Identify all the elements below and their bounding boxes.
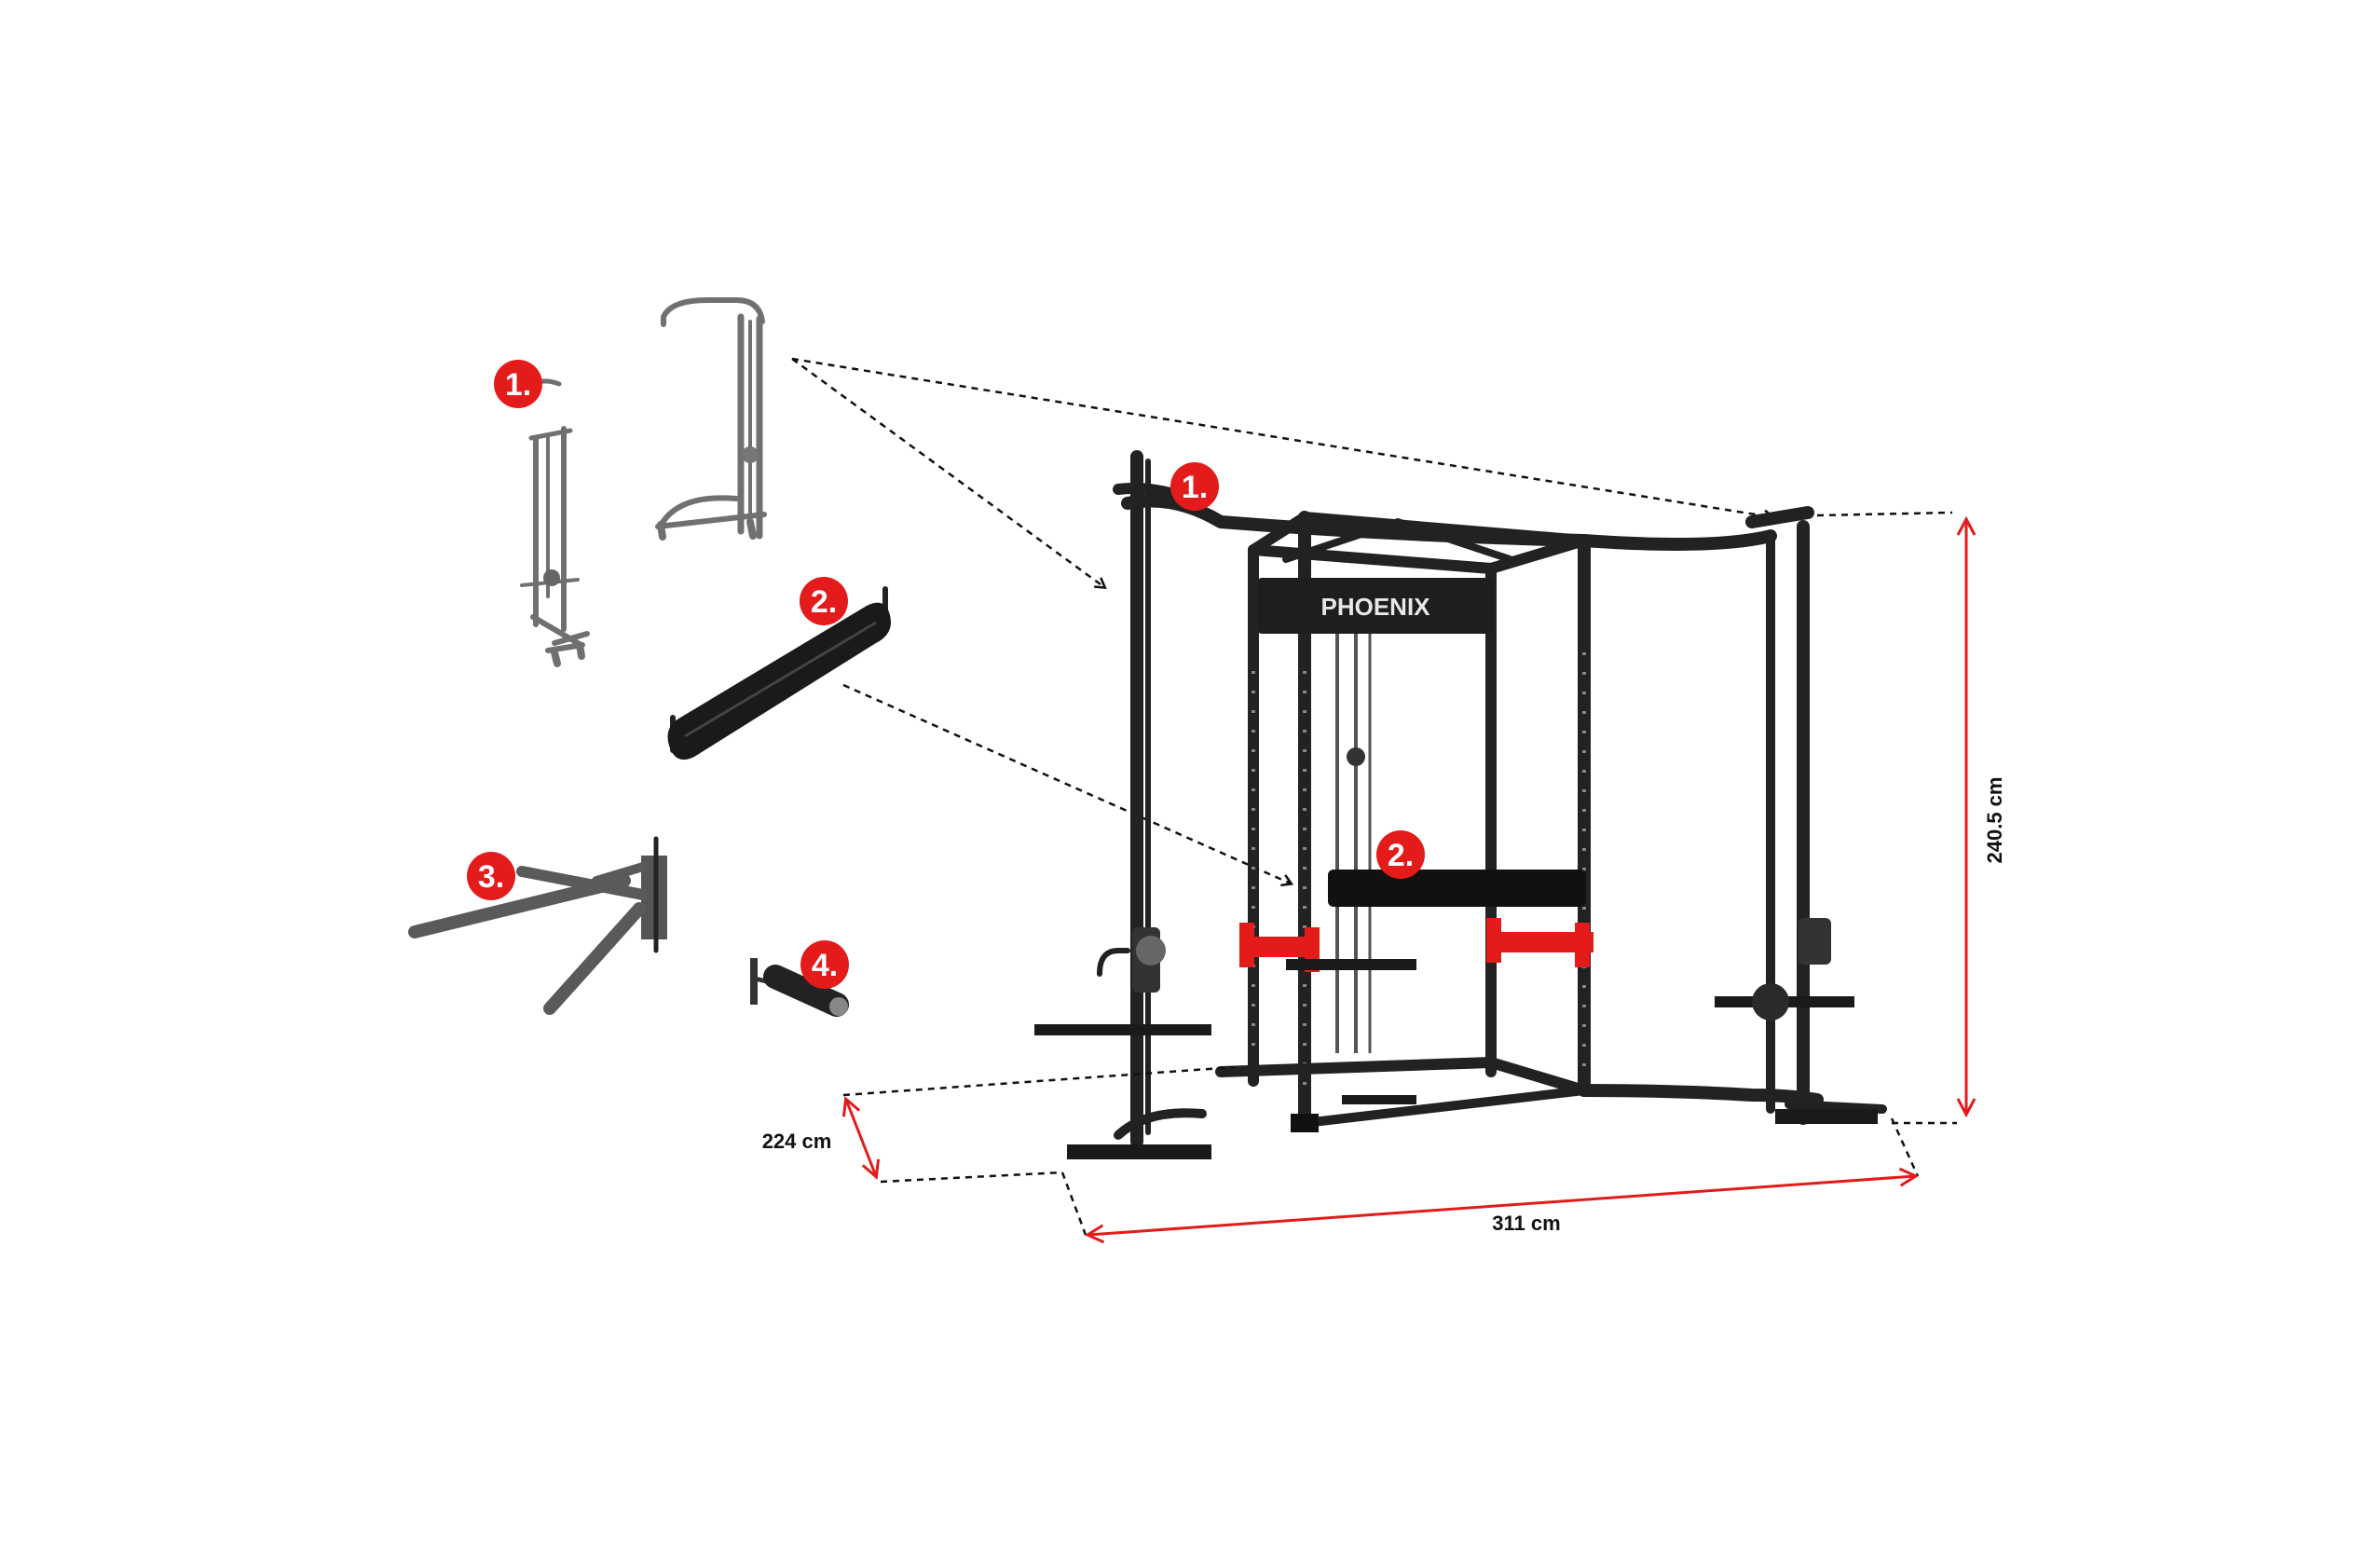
badge-2-accessory: 2. bbox=[800, 577, 848, 625]
badge-1-accessory: 1. bbox=[494, 360, 542, 408]
svg-text:4.: 4. bbox=[812, 948, 838, 983]
badge-4-landmine: 4. bbox=[800, 940, 849, 989]
height-label: 240.5 cm bbox=[1983, 777, 2006, 864]
badge-1-rack: 1. bbox=[1170, 462, 1219, 511]
roller-pad-icon bbox=[667, 586, 891, 760]
svg-text:2.: 2. bbox=[811, 584, 837, 620]
landmine-attachment-icon bbox=[750, 958, 849, 1017]
power-rack-icon: PHOENIX bbox=[1034, 450, 1887, 1159]
svg-text:3.: 3. bbox=[478, 859, 504, 895]
badge-3-dip-bars: 3. bbox=[467, 852, 515, 900]
cable-crossover-tower-icon bbox=[655, 297, 767, 541]
lat-pulldown-tower-icon bbox=[514, 378, 590, 667]
brand-plate: PHOENIX bbox=[1320, 593, 1430, 621]
svg-text:1.: 1. bbox=[505, 367, 531, 403]
depth-label: 224 cm bbox=[762, 1130, 832, 1153]
width-dimension: 311 cm bbox=[1060, 1117, 1918, 1235]
svg-text:2.: 2. bbox=[1388, 838, 1414, 873]
depth-dimension: 224 cm bbox=[762, 1065, 1236, 1184]
width-label: 311 cm bbox=[1492, 1212, 1560, 1235]
badge-2-rack: 2. bbox=[1376, 830, 1425, 879]
svg-text:1.: 1. bbox=[1182, 470, 1208, 505]
dip-bar-attachment-icon bbox=[408, 836, 667, 1015]
leader-lines bbox=[791, 357, 1772, 884]
height-dimension: 240.5 cm bbox=[1816, 511, 2006, 1125]
